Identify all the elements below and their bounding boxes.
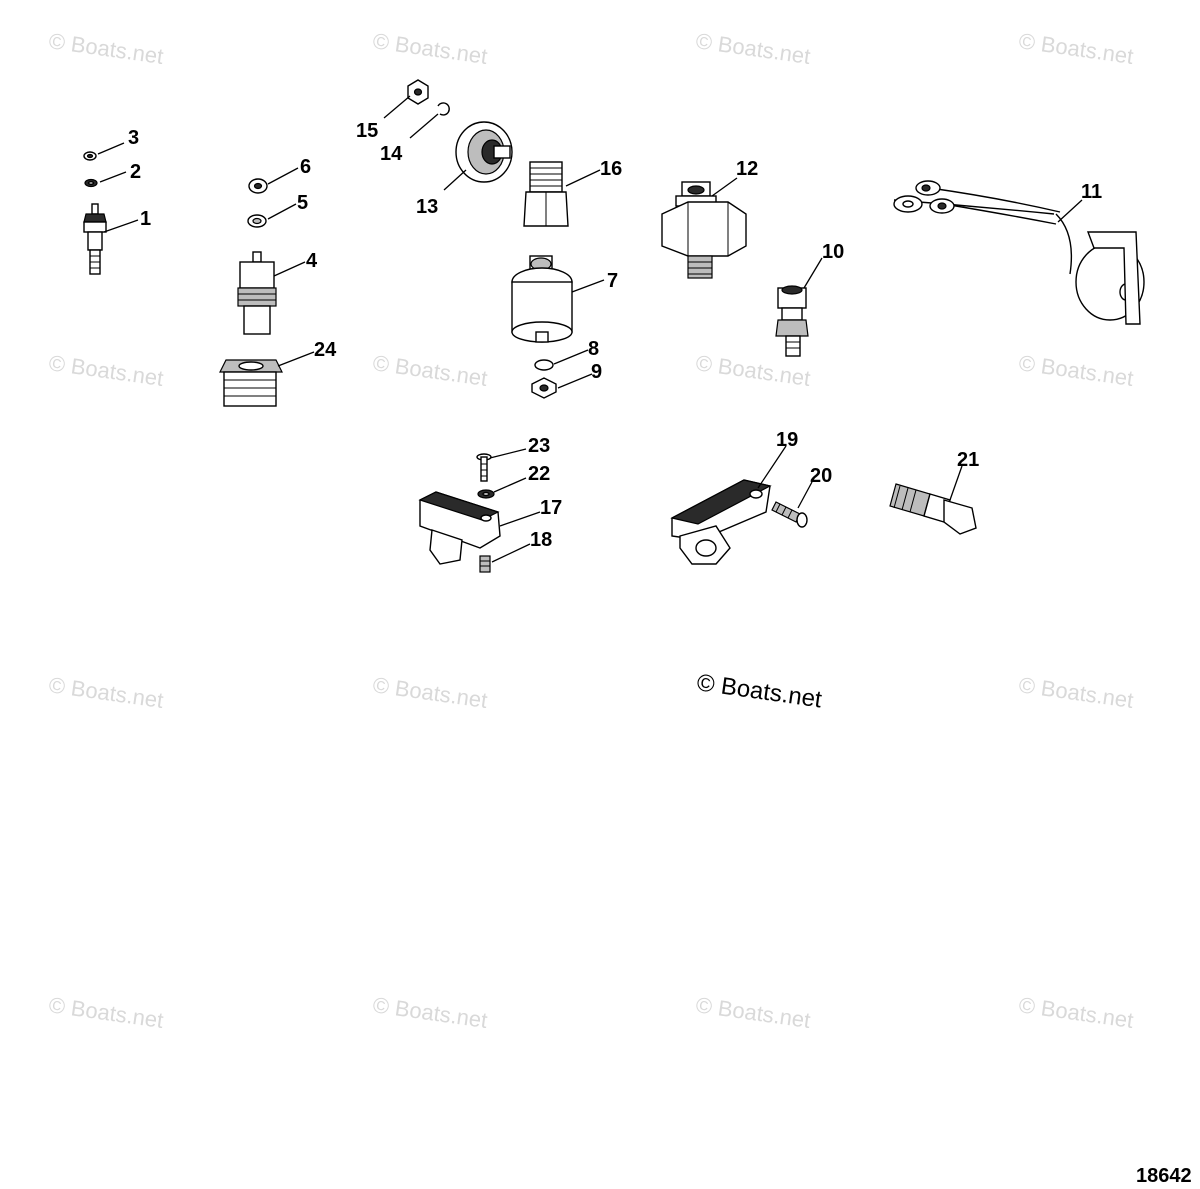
part-17-map-sensor xyxy=(418,491,501,565)
callout-10: 10 xyxy=(822,241,844,263)
watermark: © Boats.net xyxy=(1017,28,1135,69)
part-3-nut xyxy=(83,151,97,161)
part-6-nut xyxy=(248,178,268,194)
callout-17: 17 xyxy=(540,497,562,519)
part-21-sensor xyxy=(889,483,977,535)
part-9-nut xyxy=(531,377,557,399)
watermark: © Boats.net xyxy=(1017,350,1135,391)
watermark: © Boats.net xyxy=(1017,672,1135,713)
watermark: © Boats.net xyxy=(371,672,489,713)
callout-18: 18 xyxy=(530,529,552,551)
part-10-sender xyxy=(775,285,809,357)
part-15-nut xyxy=(407,79,429,105)
part-18-set-screw xyxy=(479,555,491,573)
watermark: © Boats.net xyxy=(694,992,812,1033)
callout-7: 7 xyxy=(607,270,618,292)
watermark: © Boats.net xyxy=(371,992,489,1033)
part-16-fitting xyxy=(523,161,569,227)
callout-11: 11 xyxy=(1081,181,1102,203)
part-2-washer xyxy=(84,178,98,188)
watermark: © Boats.net xyxy=(47,672,165,713)
watermark: © Boats.net xyxy=(47,28,165,69)
part-4-temp-sender xyxy=(237,251,277,335)
callout-22: 22 xyxy=(528,463,550,485)
callout-21: 21 xyxy=(957,449,979,471)
watermark: © Boats.net xyxy=(694,28,812,69)
part-8-washer xyxy=(534,359,554,371)
callout-8: 8 xyxy=(588,338,599,360)
part-14-washer xyxy=(437,102,450,116)
callout-13: 13 xyxy=(416,196,438,218)
part-12-knock-sensor xyxy=(661,181,747,279)
part-11-sensor-harness xyxy=(893,180,1145,325)
callout-2: 2 xyxy=(130,161,141,183)
callout-5: 5 xyxy=(297,192,308,214)
watermark: © Boats.net xyxy=(371,350,489,391)
callout-12: 12 xyxy=(736,158,758,180)
part-22-washer xyxy=(477,489,495,499)
part-23-screw xyxy=(476,453,492,482)
part-19-tps xyxy=(670,479,772,565)
callout-23: 23 xyxy=(528,435,550,457)
watermark: © Boats.net xyxy=(371,28,489,69)
callout-14: 14 xyxy=(380,143,403,165)
callout-3: 3 xyxy=(128,127,139,149)
part-7-pressure-sender xyxy=(511,255,573,343)
watermark: © Boats.net xyxy=(47,992,165,1033)
callout-16: 16 xyxy=(600,158,622,180)
watermark: © Boats.net xyxy=(47,350,165,391)
callout-numbers: 1 2 3 4 5 6 7 8 9 10 11 12 13 14 15 16 1… xyxy=(128,120,1102,551)
part-1-sender xyxy=(83,203,107,275)
diagram-id: 18642 xyxy=(1136,1165,1192,1187)
callout-1: 1 xyxy=(140,208,151,230)
callout-9: 9 xyxy=(591,361,602,383)
part-5-washer xyxy=(247,214,267,228)
callout-15: 15 xyxy=(356,120,378,142)
callout-20: 20 xyxy=(810,465,832,487)
watermark: © Boats.net xyxy=(1017,992,1135,1033)
leader-lines xyxy=(97,95,1083,563)
main-watermark: © Boats.net xyxy=(695,669,824,713)
watermark-grid: © Boats.net © Boats.net © Boats.net © Bo… xyxy=(47,28,1135,1033)
part-13-switch xyxy=(455,121,513,183)
callout-19: 19 xyxy=(776,429,798,451)
callout-4: 4 xyxy=(306,250,318,272)
callout-24: 24 xyxy=(314,339,337,361)
part-20-screw xyxy=(771,501,808,528)
callout-6: 6 xyxy=(300,156,311,178)
part-24-bushing xyxy=(219,359,283,407)
